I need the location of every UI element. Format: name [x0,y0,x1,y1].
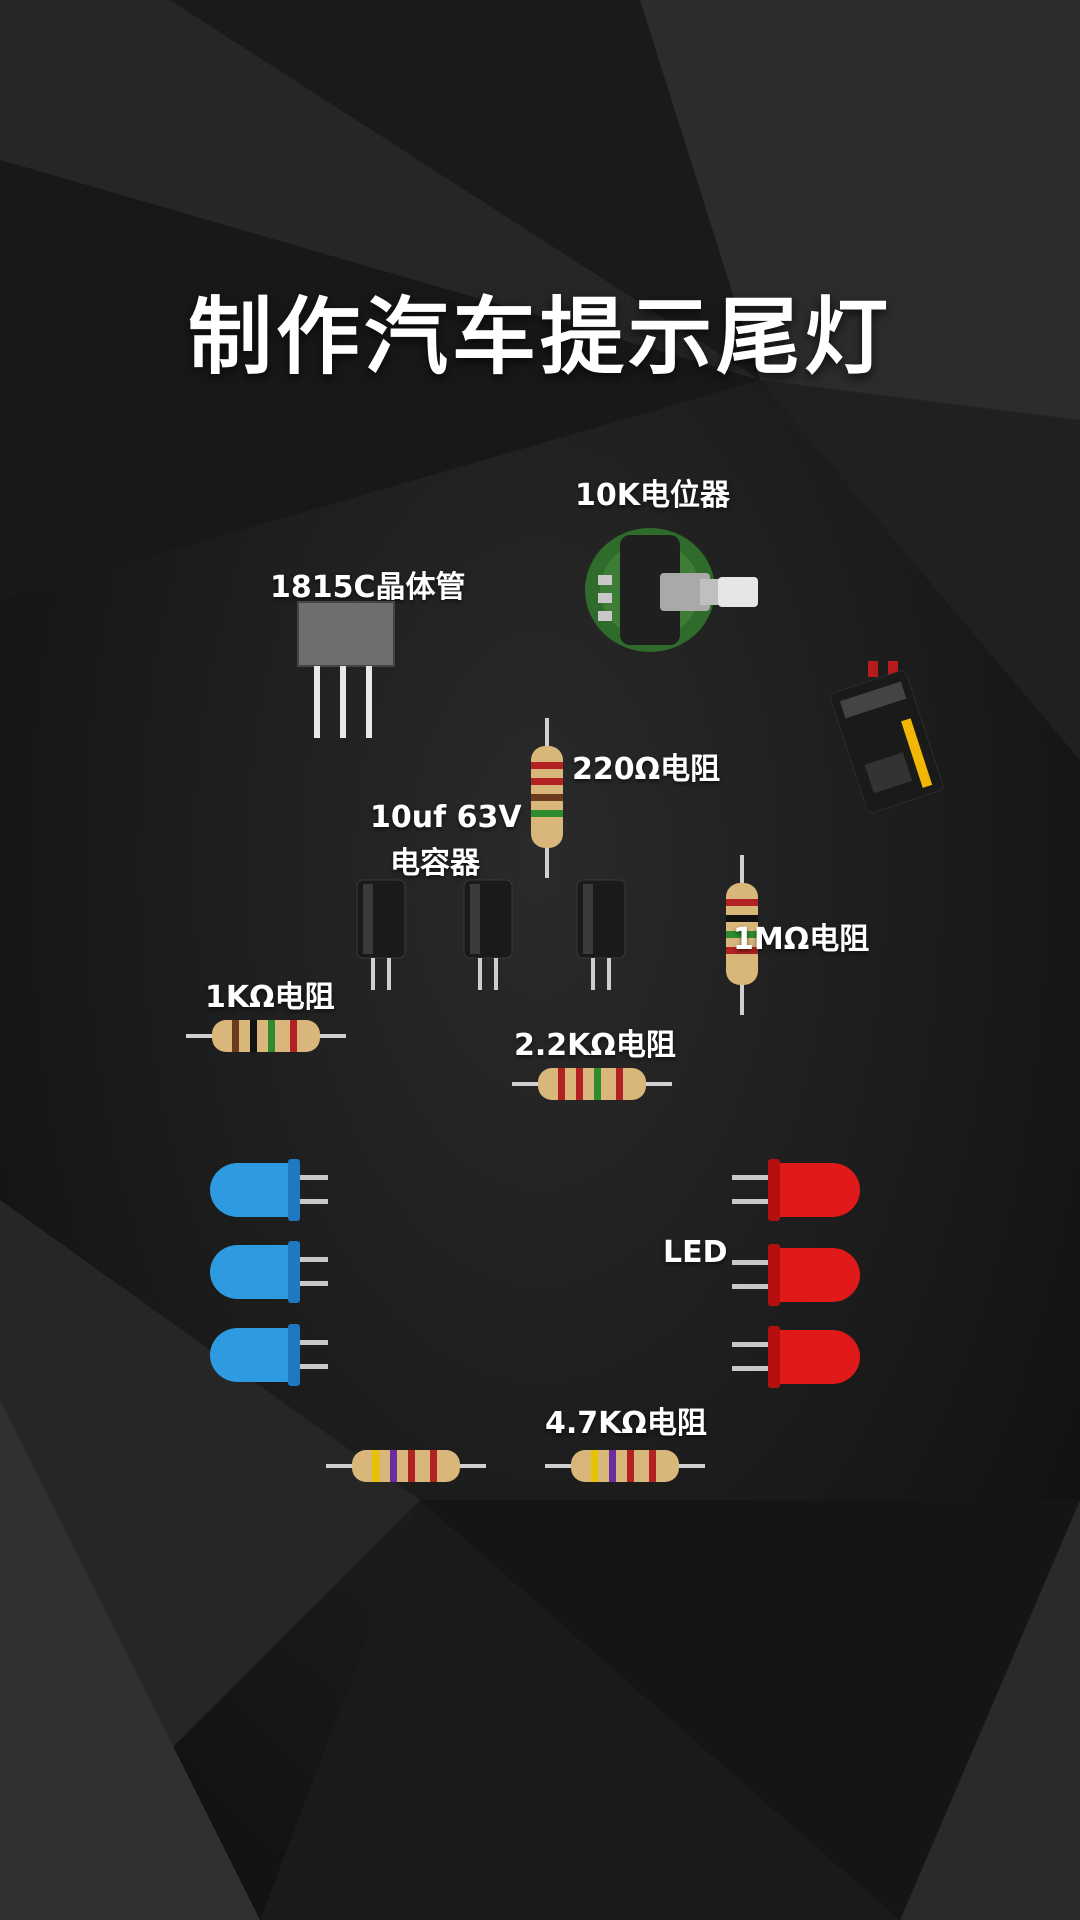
resistor-2k2-image [512,1068,672,1100]
label-led: LED [663,1235,728,1270]
resistor-1m-image [726,855,758,1015]
label-resistor-1k: 1KΩ电阻 [205,980,335,1015]
capacitor-image-2 [463,879,513,990]
resistor-4k7-image-2 [545,1450,705,1482]
label-capacitor-line2: 电容器 [390,846,480,881]
transistor-image [297,601,395,738]
resistor-4k7-image-1 [326,1450,486,1482]
label-resistor-4k7: 4.7KΩ电阻 [545,1406,707,1441]
label-resistor-1m: 1MΩ电阻 [733,922,870,957]
label-resistor-220: 220Ω电阻 [572,752,721,787]
led-red-1 [732,1159,860,1221]
label-transistor: 1815C晶体管 [270,570,466,605]
led-red-2 [732,1244,860,1306]
led-blue-2 [210,1241,328,1303]
label-resistor-2k2: 2.2KΩ电阻 [514,1028,676,1063]
battery-module-image [830,661,944,814]
potentiometer-image [585,528,758,652]
led-blue-1 [210,1159,328,1221]
label-capacitor-line1: 10uf 63V [370,800,522,835]
page-title: 制作汽车提示尾灯 [187,288,892,386]
resistor-220-image [531,718,563,878]
capacitor-image-1 [356,879,406,990]
led-blue-3 [210,1324,328,1386]
capacitor-image-3 [576,879,626,990]
resistor-1k-image [186,1020,346,1052]
led-red-3 [732,1326,860,1388]
label-potentiometer: 10K电位器 [575,478,730,513]
